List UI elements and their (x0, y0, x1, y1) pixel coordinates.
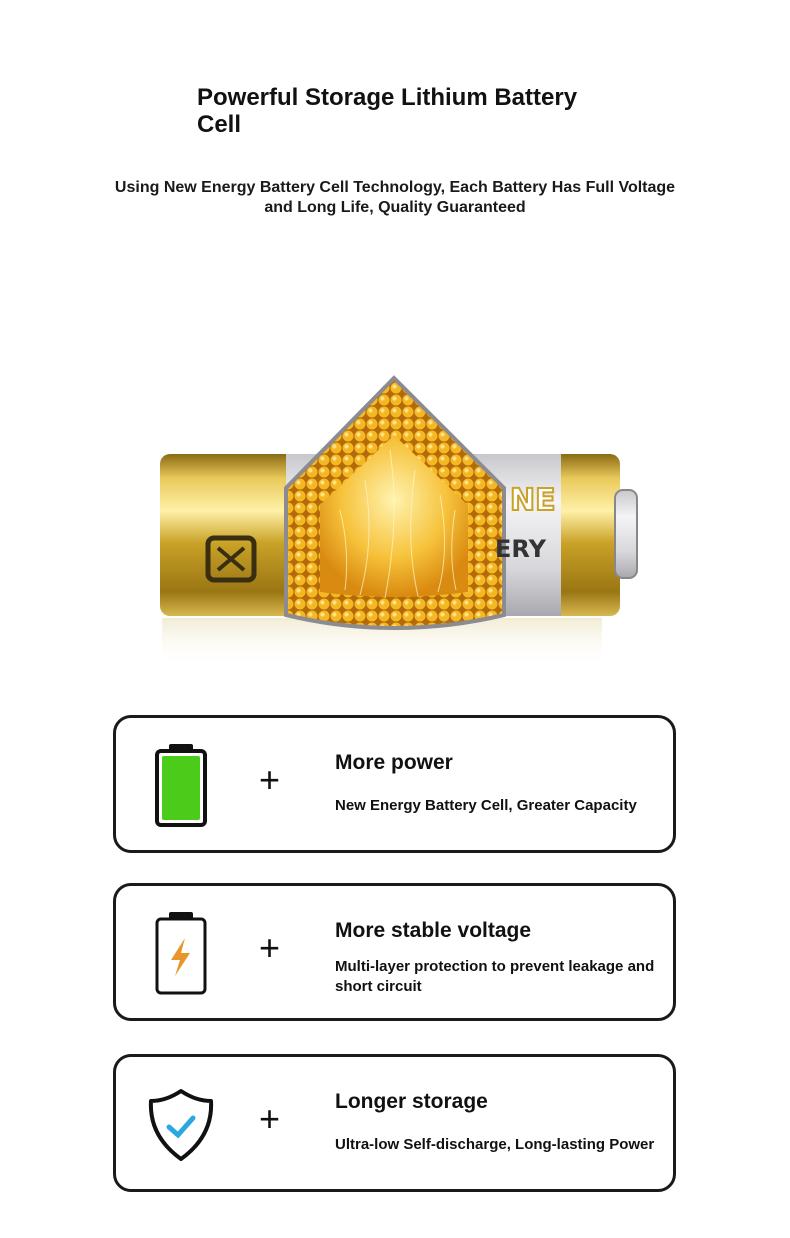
feature-card-more-power: + More power New Energy Battery Cell, Gr… (113, 715, 676, 853)
feature-description: New Energy Battery Cell, Greater Capacit… (335, 797, 637, 814)
plus-sign: + (259, 759, 281, 800)
battery-label-top: NE (510, 483, 556, 518)
feature-title: Longer storage (335, 1090, 488, 1113)
plus-sign: + (259, 927, 281, 968)
page-title: Powerful Storage Lithium Battery Cell (197, 84, 578, 138)
feature-card-longer-storage: + Longer storage Ultra-low Self-discharg… (113, 1054, 676, 1192)
page-subtitle: Using New Energy Battery Cell Technology… (114, 179, 676, 216)
feature-description: Multi-layer protection to prevent leakag… (335, 958, 655, 995)
feature-title: More power (335, 751, 453, 774)
feature-description: Ultra-low Self-discharge, Long-lasting P… (335, 1136, 655, 1153)
battery-full-icon (155, 744, 207, 827)
recycle-icon (205, 535, 257, 583)
feature-card-stable-voltage: + More stable voltage Multi-layer protec… (113, 883, 676, 1021)
battery-bolt-icon (155, 912, 207, 995)
battery-cutaway-image: NE ERY (160, 375, 638, 668)
plus-sign: + (259, 1098, 281, 1139)
battery-label-bottom: ERY (495, 535, 547, 563)
shield-check-icon (148, 1089, 214, 1161)
feature-title: More stable voltage (335, 919, 532, 942)
